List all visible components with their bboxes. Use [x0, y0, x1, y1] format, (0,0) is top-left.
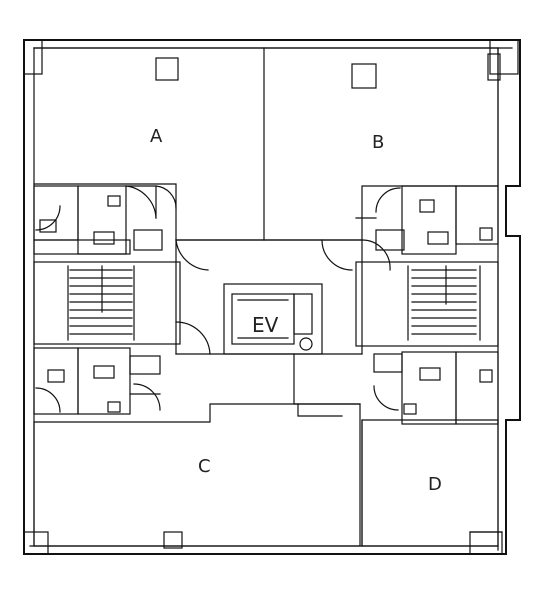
- door-swing: [35, 185, 401, 413]
- right-stair: [355, 261, 499, 347]
- fixtures: [39, 195, 493, 417]
- right-service-block: [355, 185, 499, 255]
- unit-d-label: D: [428, 474, 442, 495]
- left-stair: [33, 261, 181, 345]
- elevator-label: EV: [252, 313, 279, 337]
- unit-a-label: A: [150, 126, 163, 147]
- unit-d-room: [361, 419, 503, 547]
- structural-column: [23, 39, 519, 555]
- right-lower-service-block: [373, 351, 499, 425]
- unit-b-label: B: [372, 132, 384, 153]
- left-service-block: [33, 185, 163, 255]
- unit-a-room: [33, 47, 265, 241]
- elevator-core: [223, 283, 323, 355]
- unit-c-room: [33, 403, 361, 549]
- left-lower-service-block: [33, 347, 161, 415]
- unit-c-label: C: [198, 456, 211, 477]
